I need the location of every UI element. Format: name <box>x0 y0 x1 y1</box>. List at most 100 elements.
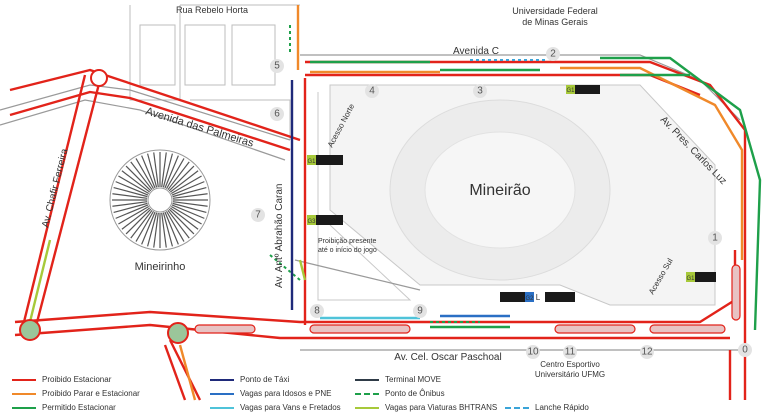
roof-ray <box>165 158 185 190</box>
access-point-marker <box>640 345 654 359</box>
label-abrahao-caran: Av. Antº Abrahão Caran <box>274 184 285 288</box>
label-proibicao-2: até o início do jogo <box>318 247 377 254</box>
legend-swatch <box>355 406 379 409</box>
gate-tag-g2: G2 <box>525 296 534 302</box>
no-stopping-lines <box>178 5 744 401</box>
bus-stop-lines <box>269 25 480 323</box>
roof-ray <box>121 207 151 230</box>
access-point-label: 1 <box>712 233 718 244</box>
label-gate-l: L <box>536 293 541 302</box>
access-point-label: 6 <box>274 109 280 120</box>
road-edges <box>0 54 741 351</box>
legend-item: Ponto de Táxi <box>210 375 289 384</box>
roof-ray <box>172 202 207 214</box>
legend-item: Vagas para Viaturas BHTRANS <box>355 403 497 412</box>
parking-allowed-lines <box>310 56 762 331</box>
gate-tag-g1-north: G1 <box>566 88 575 94</box>
roof-ray <box>172 193 208 199</box>
access-point-marker <box>413 304 427 318</box>
legend-item: Proibido Parar e Estacionar <box>12 389 140 398</box>
roof-ray <box>167 161 190 191</box>
legend-item: Lanche Rápido <box>505 403 589 412</box>
mineirinho-arena <box>109 149 211 251</box>
legend-swatch <box>210 378 234 381</box>
legend-item: Vagas para Idosos e PNE <box>210 389 331 398</box>
roof-ray <box>115 181 149 196</box>
legend-label: Terminal MOVE <box>385 375 442 384</box>
roof-ray <box>162 153 174 188</box>
access-point-marker <box>546 47 560 61</box>
access-point-label: 11 <box>565 347 576 358</box>
roof-ray <box>112 201 148 207</box>
roof-ray <box>113 186 148 198</box>
label-avenida-c: Avenida C <box>453 46 499 57</box>
legend-label: Ponto de Táxi <box>240 375 290 384</box>
legend-swatch <box>210 392 234 395</box>
roof-ray <box>172 186 207 198</box>
access-point-label: 3 <box>477 86 483 97</box>
roof-ray <box>170 205 202 225</box>
roof-ray <box>170 175 202 195</box>
roof-ray <box>168 165 195 192</box>
roof-ray <box>162 212 174 247</box>
legend-item: Ponto de Ônibus <box>355 389 445 398</box>
access-point-label: 5 <box>274 61 280 72</box>
access-point-marker <box>251 208 265 222</box>
roof-ray <box>165 210 185 242</box>
roof-ray <box>169 207 199 230</box>
access-point-marker <box>563 345 577 359</box>
roof-ray <box>141 211 156 245</box>
roof-ray <box>171 204 205 219</box>
roof-ray <box>130 209 153 239</box>
roof-ray <box>146 212 158 247</box>
roof-ray <box>125 208 152 235</box>
roof-ray <box>112 193 148 199</box>
label-mineirao: Mineirão <box>469 182 530 199</box>
legend-label: Vagas para Vans e Fretados <box>240 403 341 412</box>
roof-ray <box>171 181 205 196</box>
access-point-label: 4 <box>369 86 375 97</box>
legend-swatch <box>12 378 36 381</box>
access-point-label: 10 <box>527 347 539 358</box>
legend-swatch <box>355 392 379 395</box>
legend-swatch <box>12 406 36 409</box>
legend-item: Terminal MOVE <box>355 375 441 384</box>
roof-ray <box>167 209 190 239</box>
legend-swatch <box>210 406 234 409</box>
roof-ray <box>161 212 167 248</box>
roof-ray <box>146 153 158 188</box>
legend-swatch <box>355 378 379 381</box>
access-point-marker <box>708 231 722 245</box>
label-proibicao-1: Proibição presente <box>318 238 376 245</box>
access-point-marker <box>310 304 324 318</box>
roof-ray <box>153 152 159 188</box>
label-ufmg-1: Universidade Federal <box>512 6 598 16</box>
access-point-label: 12 <box>641 347 653 358</box>
roof-ray <box>161 152 167 188</box>
legend-label: Proibido Parar e Estacionar <box>42 389 140 398</box>
access-point-label: 2 <box>550 49 556 60</box>
gate-tag-g1-west: G1 <box>307 159 316 165</box>
access-point-label: 7 <box>255 210 261 221</box>
roof-ray <box>130 161 153 191</box>
roof-ray <box>168 208 195 235</box>
access-point-label: 0 <box>742 345 748 356</box>
roof-ray <box>169 170 199 193</box>
gate-tag-g1-east: G1 <box>686 276 695 282</box>
bhtrans-line-2 <box>298 259 307 281</box>
roof-ray <box>113 202 148 214</box>
gate-tag-g3: G3 <box>307 219 316 225</box>
roof-ray <box>115 204 149 219</box>
legend-label: Permitido Estacionar <box>42 403 116 412</box>
roof-ray <box>135 158 155 190</box>
label-centro-esportivo-2: Universitário UFMG <box>535 370 605 379</box>
city-blocks <box>129 4 300 140</box>
roof-ray <box>172 201 208 207</box>
label-chafir-ferreira: Av. Chafir Ferreira <box>40 147 70 228</box>
access-point-marker <box>365 84 379 98</box>
roundabouts <box>19 69 189 344</box>
label-rua-rebelo-horta: Rua Rebelo Horta <box>176 5 248 15</box>
mineirao-field <box>424 131 576 249</box>
